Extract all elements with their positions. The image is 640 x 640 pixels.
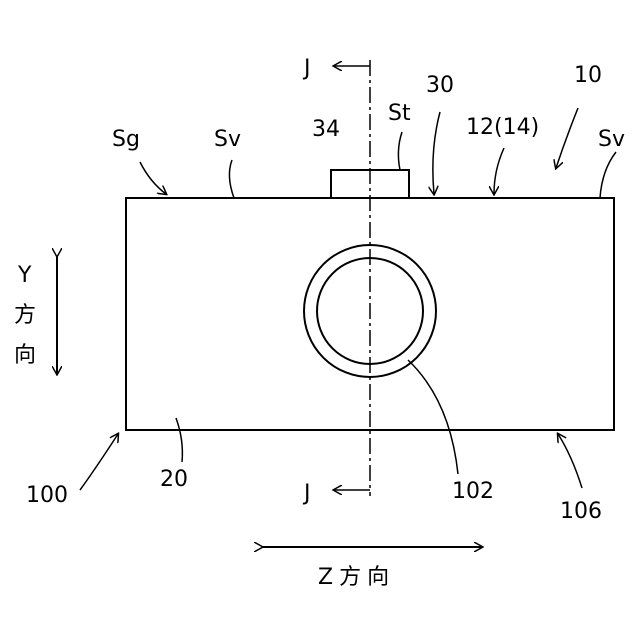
label-j-top: J	[302, 56, 311, 81]
label-z-direction: Z方向	[318, 565, 395, 590]
leader-30	[433, 112, 440, 194]
label-106: 106	[560, 499, 602, 524]
leader-sv-left	[229, 160, 234, 198]
label-34: 34	[312, 117, 340, 142]
label-12-14: 12(14)	[466, 115, 539, 140]
leader-20	[176, 418, 182, 462]
label-102: 102	[452, 479, 494, 504]
label-st: St	[388, 101, 411, 126]
leader-st	[398, 132, 402, 170]
label-sg: Sg	[112, 127, 140, 152]
leader-10	[556, 108, 578, 168]
label-sv-right: Sv	[598, 127, 625, 152]
label-y-3: 向	[14, 343, 36, 368]
leader-100	[80, 434, 118, 490]
label-20: 20	[160, 467, 188, 492]
label-y-1: Y	[17, 263, 32, 288]
label-j-bottom: J	[302, 481, 311, 506]
leader-106	[558, 434, 582, 488]
leader-12	[494, 148, 504, 194]
leader-102	[408, 360, 458, 474]
label-100: 100	[26, 483, 68, 508]
label-10: 10	[574, 63, 602, 88]
label-30: 30	[426, 73, 454, 98]
leader-sg	[140, 162, 166, 194]
leader-sv-right	[600, 152, 616, 198]
label-y-2: 方	[14, 303, 36, 328]
label-sv-left: Sv	[214, 127, 241, 152]
